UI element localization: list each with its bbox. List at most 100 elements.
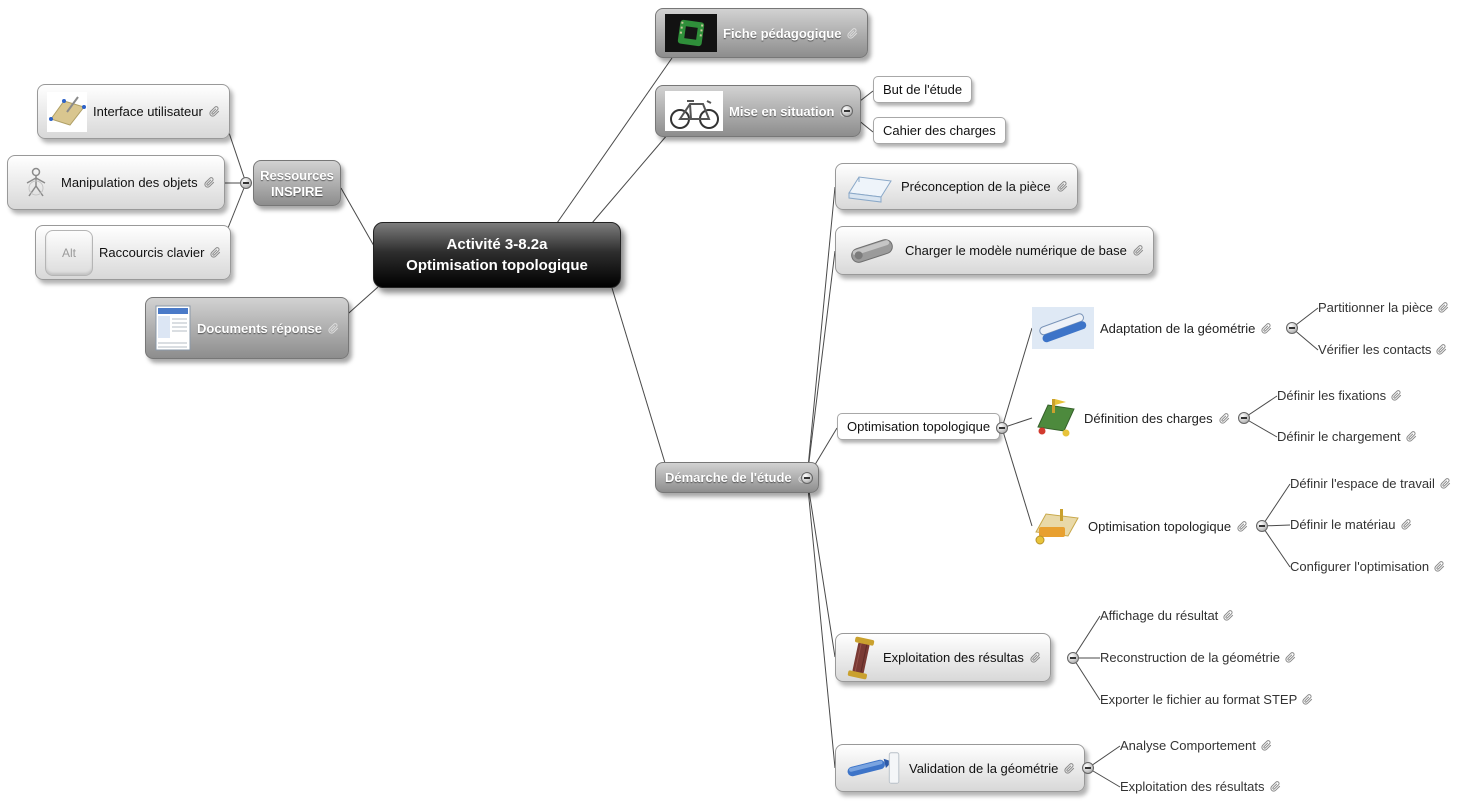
link-icon	[1030, 652, 1041, 663]
collapse-handle-exploitation[interactable]	[1067, 652, 1079, 664]
link-icon	[1405, 431, 1417, 442]
node-label: Documents réponse	[197, 320, 322, 336]
link-icon	[1438, 302, 1449, 313]
cad-sketch-icon	[47, 91, 87, 132]
node-optimisation-topologique-step[interactable]: Optimisation topologique	[1032, 502, 1248, 550]
link-icon	[1057, 181, 1068, 192]
link-icon	[1391, 390, 1402, 401]
collapse-handle-opt-topo-step[interactable]	[1256, 520, 1268, 532]
leaf-label: Définir les fixations	[1277, 388, 1387, 403]
green-part-icon	[1037, 399, 1075, 437]
node-label: Ressources	[260, 167, 334, 183]
node-adaptation-geometrie[interactable]: Adaptation de la géométrie	[1032, 305, 1272, 351]
node-label: Raccourcis clavier	[99, 245, 205, 260]
blue-part-icon	[1032, 307, 1094, 349]
link-icon	[1223, 610, 1234, 621]
root-title-line1: Activité 3-8.2a	[446, 236, 548, 253]
manikin-icon	[26, 167, 46, 196]
link-icon	[1440, 478, 1451, 489]
node-label: Validation de la géométrie	[909, 760, 1059, 776]
link-icon	[1133, 245, 1144, 256]
leaf-label: Configurer l'optimisation	[1290, 559, 1430, 574]
link-icon	[328, 322, 339, 334]
collapse-handle-validation[interactable]	[1082, 762, 1094, 774]
node-label: Exploitation des résultas	[883, 650, 1024, 665]
node-but-de-letude[interactable]: But de l'étude	[873, 76, 973, 103]
node-label: But de l'étude	[883, 82, 963, 97]
node-label: INSPIRE	[270, 183, 323, 199]
leaf-verifier-contacts[interactable]: Vérifier les contacts	[1318, 342, 1447, 357]
node-cahier-des-charges[interactable]: Cahier des charges	[873, 117, 1006, 144]
leaf-label: Exploitation des résultats	[1120, 779, 1265, 794]
leaf-reconstruction-geometrie[interactable]: Reconstruction de la géométrie	[1100, 650, 1296, 665]
node-label: Mise en situation	[729, 103, 835, 119]
leaf-label: Définir le matériau	[1290, 517, 1396, 532]
leaf-label: Définir le chargement	[1277, 429, 1401, 444]
link-icon	[1400, 519, 1412, 530]
node-exploitation-resultats[interactable]: Exploitation des résultas	[835, 633, 1051, 682]
node-label: Interface utilisateur	[93, 104, 203, 119]
leaf-label: Définir l'espace de travail	[1290, 476, 1435, 491]
collapse-handle-adaptation[interactable]	[1286, 322, 1298, 334]
link-icon	[1064, 762, 1075, 774]
link-icon	[209, 106, 220, 117]
orange-part-icon	[1035, 509, 1079, 545]
leaf-label: Analyse Comportement	[1120, 738, 1256, 753]
leaf-partitionner-piece[interactable]: Partitionner la pièce	[1318, 300, 1449, 315]
link-icon	[1269, 781, 1281, 792]
leaf-configurer-optimisation[interactable]: Configurer l'optimisation	[1290, 559, 1445, 574]
node-documents-reponse[interactable]: Documents réponse	[145, 297, 349, 359]
bike-photo-icon	[665, 91, 723, 131]
link-icon	[1219, 412, 1230, 424]
collapse-handle-ressources[interactable]	[240, 177, 252, 189]
link-icon	[1302, 694, 1313, 705]
collapse-handle-def-charges[interactable]	[1238, 412, 1250, 424]
node-root[interactable]: Activité 3-8.2a Optimisation topologique	[373, 222, 621, 288]
alt-key-icon: Alt	[45, 229, 93, 276]
node-raccourcis-clavier[interactable]: Alt Raccourcis clavier	[35, 225, 232, 280]
node-manipulation-objets[interactable]: Manipulation des objets	[7, 155, 225, 210]
leaf-label: Vérifier les contacts	[1318, 342, 1432, 357]
leaf-affichage-resultat[interactable]: Affichage du résultat	[1100, 608, 1234, 623]
leaf-exploitation-resultats[interactable]: Exploitation des résultats	[1120, 779, 1281, 794]
node-label: Optimisation topologique	[847, 419, 991, 434]
node-definition-charges[interactable]: Définition des charges	[1032, 394, 1230, 442]
leaf-label: Reconstruction de la géométrie	[1100, 650, 1280, 665]
link-icon	[1285, 652, 1296, 663]
node-fiche-pedagogique[interactable]: Fiche pédagogique	[655, 8, 869, 58]
collapse-handle-mise[interactable]	[841, 105, 853, 117]
link-icon	[1436, 344, 1447, 355]
node-demarche-de-letude[interactable]: Démarche de l'étude	[655, 462, 819, 493]
node-preconception-piece[interactable]: Préconception de la pièce	[835, 163, 1078, 210]
node-interface-utilisateur[interactable]: Interface utilisateur	[37, 84, 230, 139]
leaf-analyse-comportement[interactable]: Analyse Comportement	[1120, 738, 1272, 753]
leaf-definir-materiau[interactable]: Définir le matériau	[1290, 517, 1412, 532]
root-title-line2: Optimisation topologique	[406, 257, 588, 274]
leaf-definir-chargement[interactable]: Définir le chargement	[1277, 429, 1417, 444]
alt-key-label: Alt	[61, 245, 76, 260]
leaf-definir-fixations[interactable]: Définir les fixations	[1277, 388, 1402, 403]
leaf-label: Partitionner la pièce	[1318, 300, 1433, 315]
link-icon	[1261, 322, 1272, 334]
node-label: Cahier des charges	[883, 123, 996, 138]
link-icon	[1261, 740, 1272, 751]
node-validation-geometrie[interactable]: Validation de la géométrie	[835, 744, 1086, 792]
gray-part-icon	[851, 238, 893, 263]
collapse-handle-opt-topo[interactable]	[996, 422, 1008, 434]
link-icon	[1434, 561, 1445, 572]
node-ressources-inspire[interactable]: Ressources INSPIRE	[253, 160, 341, 206]
node-mise-en-situation[interactable]: Mise en situation	[655, 85, 862, 137]
leaf-definir-espace-travail[interactable]: Définir l'espace de travail	[1290, 476, 1451, 491]
node-optimisation-topologique[interactable]: Optimisation topologique	[837, 413, 1001, 440]
node-label: Charger le modèle numérique de base	[905, 243, 1127, 258]
node-charger-modele[interactable]: Charger le modèle numérique de base	[835, 226, 1154, 275]
blue-beam-icon	[847, 752, 900, 784]
collapse-handle-demarche[interactable]	[801, 472, 813, 484]
link-icon	[847, 27, 858, 39]
link-icon	[1237, 520, 1248, 532]
leaf-label: Affichage du résultat	[1100, 608, 1219, 623]
node-label: Optimisation topologique	[1088, 518, 1232, 534]
leaf-exporter-step[interactable]: Exporter le fichier au format STEP	[1100, 692, 1313, 707]
document-icon	[155, 305, 191, 351]
